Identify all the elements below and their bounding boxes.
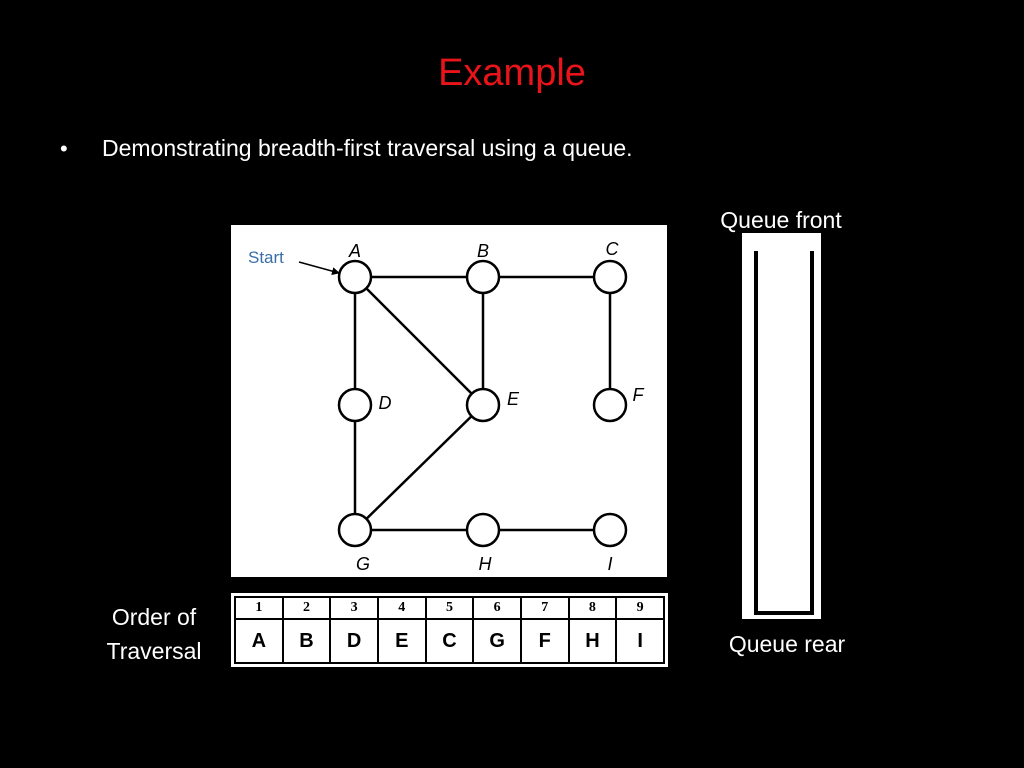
order-index-cell: 9	[615, 596, 665, 620]
queue-rear-label: Queue rear	[728, 631, 846, 657]
order-value-cell: D	[329, 618, 379, 664]
order-value-cell: E	[376, 618, 427, 664]
bullet-icon: •	[60, 136, 68, 161]
node-b: B	[465, 241, 501, 295]
order-of-traversal-label: Order of Traversal	[90, 600, 218, 668]
order-value-cell: G	[472, 618, 522, 664]
node-i: I	[592, 512, 628, 574]
node-f: F	[592, 385, 645, 423]
node-circle-a	[337, 259, 373, 295]
order-index-cell: 8	[567, 596, 618, 620]
graph-diagram: Start A B C D E F G H I	[231, 225, 667, 577]
queue-front-label: Queue front	[720, 207, 842, 233]
order-index-cell: 6	[472, 596, 522, 620]
node-label-i: I	[607, 554, 612, 574]
node-circle-c	[592, 259, 628, 295]
order-label-line1: Order of	[111, 604, 197, 630]
order-index-cell: 4	[376, 596, 427, 620]
node-label-b: B	[477, 241, 489, 261]
node-label-c: C	[606, 239, 620, 259]
start-label: Start	[248, 248, 284, 267]
node-label-g: G	[356, 554, 370, 574]
start-arrow	[298, 261, 340, 276]
node-e: E	[465, 387, 520, 423]
order-index-cell: 1	[234, 596, 284, 620]
node-circle-h	[465, 512, 501, 548]
order-value-cell: B	[281, 618, 332, 664]
node-circle-f	[592, 387, 628, 423]
node-label-f: F	[633, 385, 645, 405]
node-h: H	[465, 512, 501, 574]
node-circle-i	[592, 512, 628, 548]
bullet-text: Demonstrating breadth-first traversal us…	[102, 135, 633, 161]
node-circle-g	[337, 512, 373, 548]
edge-e-g	[354, 404, 484, 531]
order-value-cell: I	[615, 618, 665, 664]
graph-svg: Start A B C D E F G H I	[248, 239, 645, 574]
node-label-a: A	[348, 241, 361, 261]
order-index-cell: 2	[281, 596, 332, 620]
node-label-e: E	[507, 389, 520, 409]
node-circle-d	[337, 387, 373, 423]
edge-a-e	[354, 276, 484, 406]
node-d: D	[337, 387, 392, 423]
node-label-d: D	[379, 393, 392, 413]
order-index-cell: 3	[329, 596, 379, 620]
queue-outline	[754, 251, 814, 615]
node-circle-e	[465, 387, 501, 423]
order-index-cell: 5	[424, 596, 475, 620]
order-value-cell: H	[567, 618, 618, 664]
order-value-cell: F	[519, 618, 570, 664]
queue-container	[742, 233, 821, 619]
slide-title: Example	[438, 52, 586, 94]
node-label-h: H	[479, 554, 493, 574]
node-a: A	[337, 241, 373, 295]
node-circle-b	[465, 259, 501, 295]
order-value-cell: A	[234, 618, 284, 664]
order-value-cell: C	[424, 618, 475, 664]
order-index-cell: 7	[519, 596, 570, 620]
node-c: C	[592, 239, 628, 295]
node-g: G	[337, 512, 373, 574]
order-label-line2: Traversal	[106, 638, 202, 664]
